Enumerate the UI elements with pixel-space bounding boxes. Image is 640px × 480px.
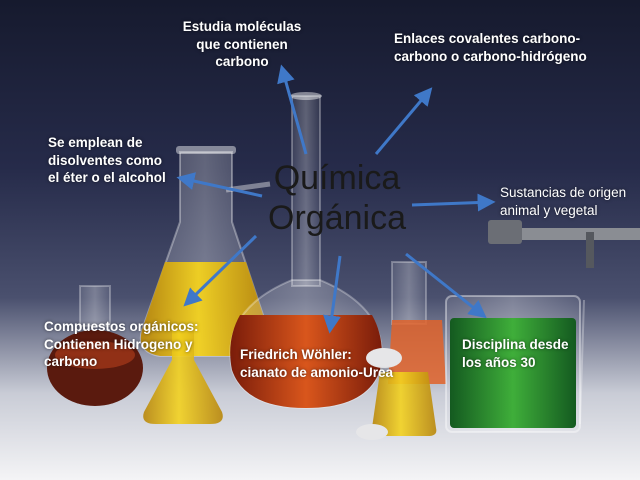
branch-line: Compuestos orgánicos: — [44, 319, 199, 334]
branch-line: Estudia moléculas — [182, 19, 302, 34]
small-red-flask — [47, 285, 143, 406]
branch-line: Contienen Hidrogeno y — [44, 336, 193, 352]
branch-solvents: Se emplean de disolventes como el éter o… — [48, 134, 166, 187]
branch-animal-vegetal-origin: Sustancias de origen animal y vegetal — [500, 184, 626, 219]
retort-stand — [488, 220, 640, 268]
branch-covalent-bonds: Enlaces covalentes carbono- carbono o ca… — [394, 30, 587, 65]
branch-line: Sustancias de origen — [500, 185, 627, 200]
branch-line: animal y vegetal — [500, 202, 598, 218]
branch-line: disolventes como — [48, 152, 163, 168]
arrow-to-solvents — [176, 172, 263, 198]
branch-line: que contienen — [196, 36, 288, 52]
branch-line: Se emplean de — [48, 135, 143, 150]
branch-line: carbono — [215, 54, 269, 70]
branch-line: Friedrich Wöhler: — [240, 347, 352, 362]
arrow-to-carbon-molecules — [277, 64, 308, 155]
branch-line: el éter o el alcohol — [48, 170, 166, 186]
branch-line: Disciplina desde — [462, 337, 569, 352]
branch-line: Enlaces covalentes carbono- — [394, 31, 581, 46]
arrow-to-origin — [411, 193, 496, 212]
small-yellow-flask — [143, 330, 223, 424]
branch-organic-compounds: Compuestos orgánicos: Contienen Hidrogen… — [44, 318, 199, 371]
arrow-to-discipline — [405, 252, 487, 319]
central-topic: Química Orgánica — [248, 158, 426, 238]
branch-line: carbono — [44, 354, 98, 370]
branch-line: los años 30 — [462, 354, 536, 370]
arrows — [176, 64, 496, 334]
arrow-to-wohler — [323, 255, 342, 334]
branch-line: cianato de amonio-Urea — [240, 364, 394, 380]
branch-line: carbono o carbono-hidrógeno — [394, 48, 587, 64]
branch-carbon-molecules: Estudia moléculas que contienen carbono — [180, 18, 304, 71]
mouse-figure — [356, 348, 402, 440]
red-flask — [229, 92, 383, 410]
branch-discipline-since-30s: Disciplina desde los años 30 — [462, 336, 569, 371]
arrow-to-compounds — [183, 234, 258, 307]
arrow-to-covalent-bonds — [374, 87, 433, 155]
central-topic-line-2: Orgánica — [268, 199, 406, 238]
central-topic-line-1: Química — [273, 159, 401, 197]
orange-flask — [388, 261, 446, 384]
yellow-beaker — [371, 372, 437, 436]
branch-friedrich-wohler: Friedrich Wöhler: cianato de amonio-Urea — [240, 346, 393, 381]
green-beaker — [445, 295, 585, 433]
